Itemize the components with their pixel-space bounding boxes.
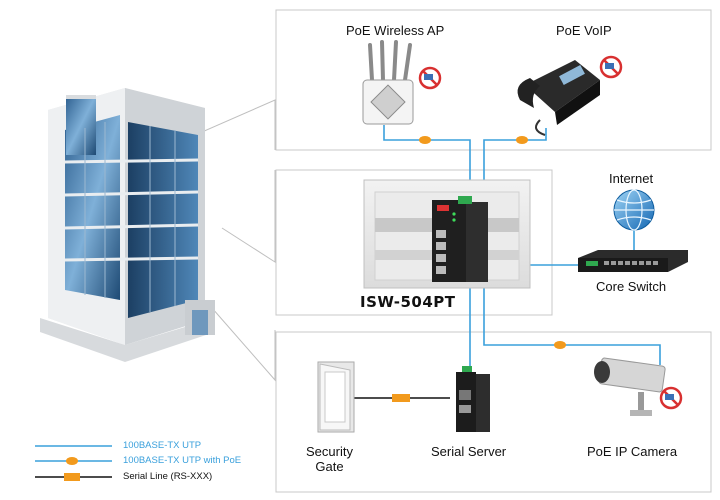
ip-phone-icon (517, 60, 600, 136)
serial-badge (392, 394, 410, 402)
label-voip: PoE VoIP (556, 23, 612, 38)
label-internet: Internet (609, 171, 654, 186)
poe-badge-camera (554, 341, 566, 349)
no-power-plug-icon (659, 386, 683, 410)
poe-badge-legend (66, 457, 78, 465)
serial-server-icon (456, 366, 490, 432)
poe-badge-ap (419, 136, 431, 144)
industrial-switch-icon (432, 196, 488, 282)
label-wireless-ap: PoE Wireless AP (346, 23, 445, 38)
label-switch-model: ISW-504PT (360, 293, 456, 311)
no-power-plug-icon (599, 55, 623, 79)
label-ip-camera: PoE IP Camera (587, 444, 678, 459)
legend-label-serial: Serial Line (RS-XXX) (123, 471, 213, 482)
serial-badge-legend (64, 473, 80, 481)
ip-camera-icon (594, 357, 666, 416)
core-switch-icon (578, 250, 688, 272)
door-icon (317, 361, 355, 433)
building-icon (40, 88, 215, 362)
callout-connectors (201, 99, 276, 382)
wireless-ap-icon (362, 40, 414, 125)
globe-icon (613, 189, 655, 231)
no-power-plug-icon (418, 66, 442, 90)
poe-badge-voip (516, 136, 528, 144)
label-security-gate: Security Gate (306, 444, 353, 474)
panel-top (275, 9, 712, 151)
label-serial-server: Serial Server (431, 444, 507, 459)
legend-label-utp: 100BASE-TX UTP (123, 440, 202, 451)
legend-label-poe: 100BASE-TX UTP with PoE (123, 455, 242, 466)
legend (35, 445, 112, 481)
label-core-switch: Core Switch (596, 279, 667, 294)
